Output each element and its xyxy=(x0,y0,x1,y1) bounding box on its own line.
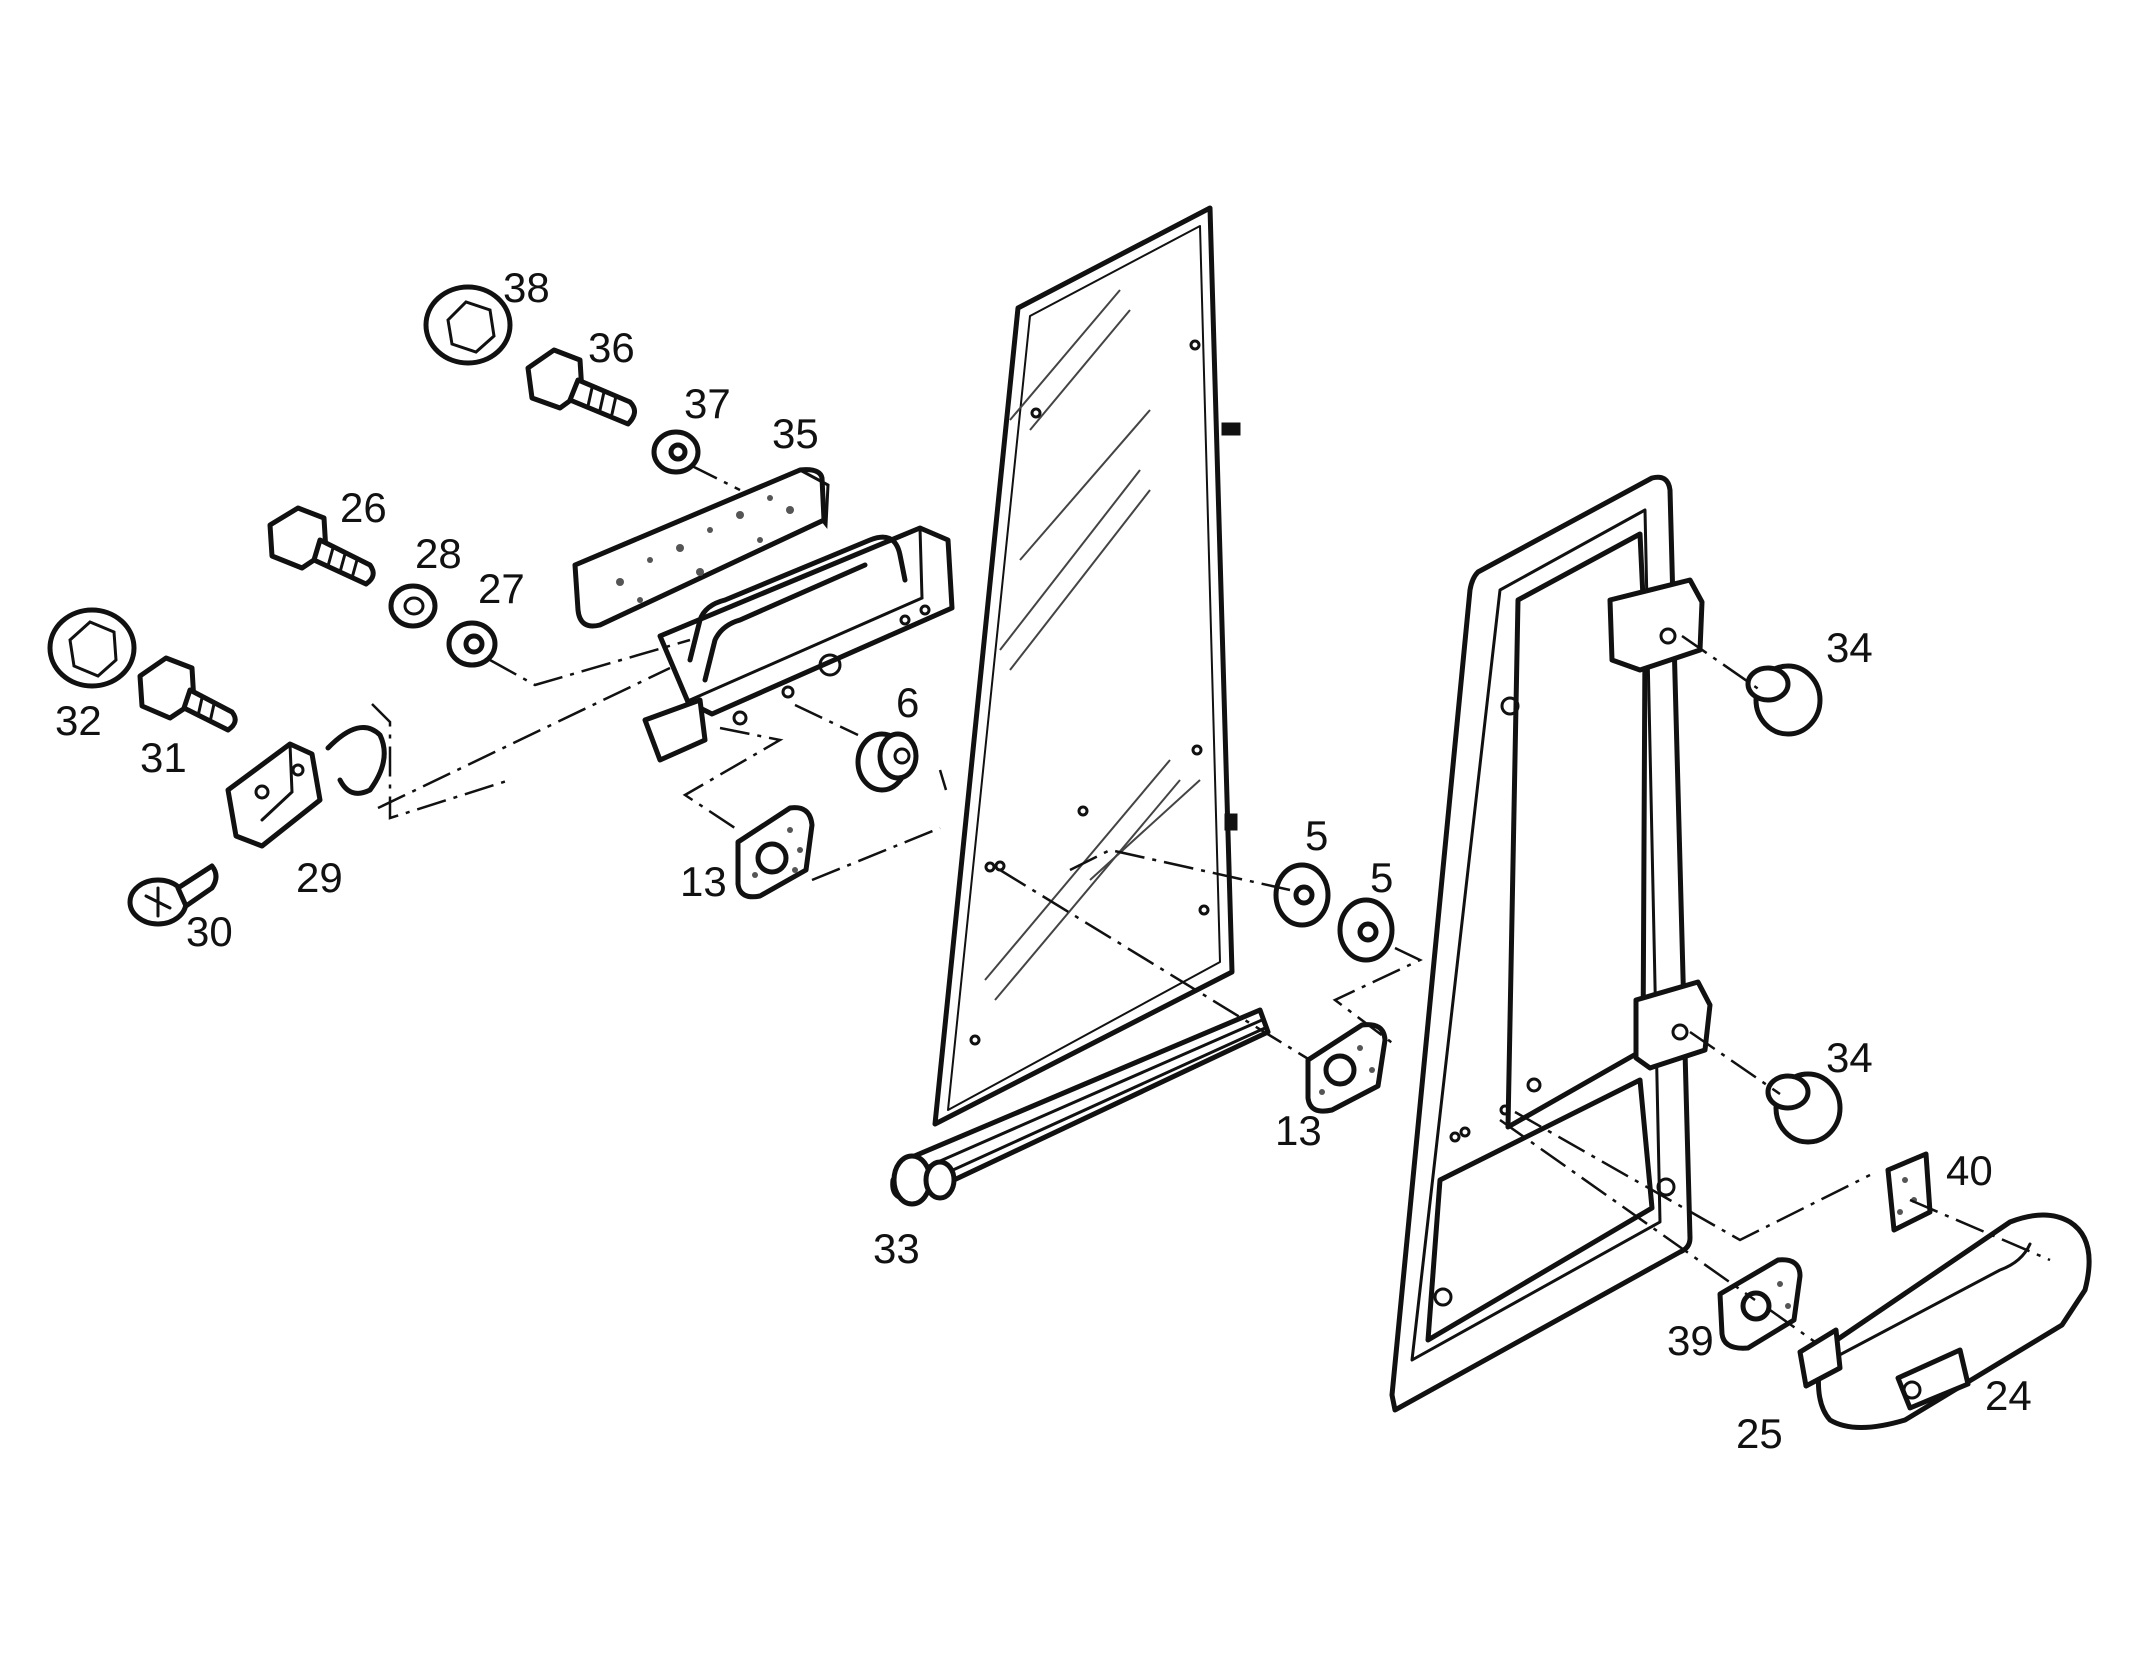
callout-30: 30 xyxy=(186,908,233,955)
bushing-6 xyxy=(855,731,919,793)
bolt-26 xyxy=(267,505,376,587)
clip-25 xyxy=(1797,1327,1843,1389)
callout-38: 38 xyxy=(503,264,550,311)
callout-34-upper: 34 xyxy=(1826,624,1873,671)
callout-33: 33 xyxy=(873,1225,920,1272)
cap-34-upper xyxy=(1745,663,1823,737)
pad-13-right xyxy=(1305,1022,1388,1114)
callout-5-b: 5 xyxy=(1370,854,1393,901)
outer-handle-24 xyxy=(1815,1212,2092,1430)
callout-32: 32 xyxy=(55,697,102,744)
callout-40: 40 xyxy=(1946,1147,1993,1194)
assembly-leader-lines xyxy=(371,463,2051,1344)
callout-28: 28 xyxy=(415,530,462,577)
washer-37 xyxy=(651,429,701,475)
glass-panel xyxy=(932,205,1241,1127)
bolt-31 xyxy=(137,655,238,733)
callout-29: 29 xyxy=(296,854,343,901)
callout-34-lower: 34 xyxy=(1826,1034,1873,1081)
callout-labels: 38 36 37 35 26 28 27 32 31 29 30 6 13 5 … xyxy=(55,264,2032,1457)
callout-13-right: 13 xyxy=(1275,1107,1322,1154)
washer-27 xyxy=(446,620,498,668)
pad-39 xyxy=(1717,1257,1803,1351)
callout-35: 35 xyxy=(772,410,819,457)
pad-40 xyxy=(1885,1151,1933,1233)
callout-5-a: 5 xyxy=(1305,812,1328,859)
washer-5-b xyxy=(1337,897,1395,963)
washer-5-a xyxy=(1273,862,1331,928)
cap-nut-32 xyxy=(47,607,137,689)
washer-28 xyxy=(388,583,438,629)
callout-39: 39 xyxy=(1667,1317,1714,1364)
callout-36: 36 xyxy=(588,324,635,371)
latch-29 xyxy=(225,725,387,849)
door-frame xyxy=(1389,474,1713,1413)
callout-13-left: 13 xyxy=(680,858,727,905)
bolt-36 xyxy=(525,347,637,427)
callout-24: 24 xyxy=(1985,1372,2032,1419)
pad-13-left xyxy=(735,805,815,900)
callout-25: 25 xyxy=(1736,1410,1783,1457)
handle-bracket-35 xyxy=(572,467,955,763)
callout-27: 27 xyxy=(478,565,525,612)
callout-26: 26 xyxy=(340,484,387,531)
cap-34-lower xyxy=(1765,1071,1843,1145)
callout-6: 6 xyxy=(896,679,919,726)
screw-30 xyxy=(127,863,219,927)
seal-strip-33 xyxy=(890,1007,1271,1207)
callout-31: 31 xyxy=(140,734,187,781)
cap-nut-38 xyxy=(423,284,513,366)
callout-37: 37 xyxy=(684,380,731,427)
